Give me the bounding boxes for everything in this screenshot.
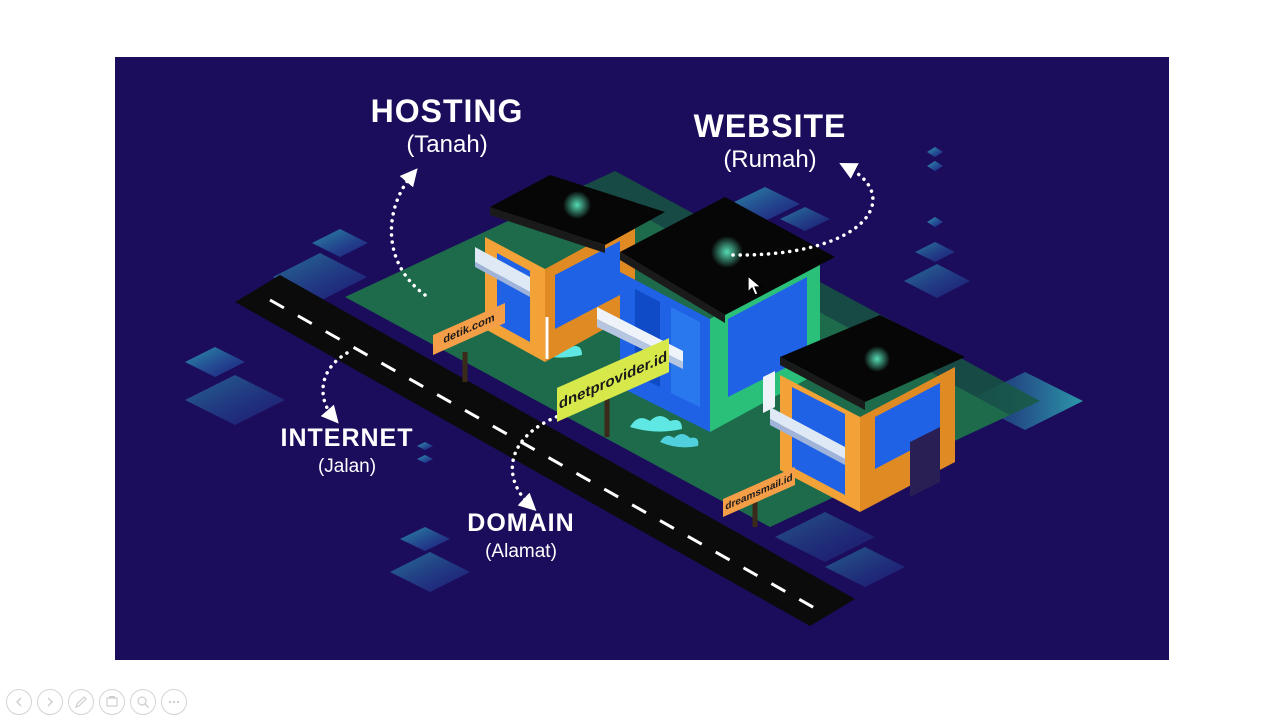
prev-arrow-icon [15, 697, 22, 707]
house-right [770, 315, 965, 512]
pen-icon [75, 696, 87, 708]
website-arrow [731, 162, 875, 257]
internet-subtitle: (Jalan) [317, 456, 377, 477]
internet-title: INTERNET [280, 424, 414, 452]
internet-arrow [320, 351, 349, 424]
presentation-slide: detik.com dnetprovider.id dreamsmail.id … [115, 57, 1169, 660]
prev-slide-button[interactable] [6, 689, 32, 715]
isometric-illustration [185, 147, 1083, 626]
domain-caption: DOMAIN (Alamat) [467, 509, 575, 562]
more-icon [168, 700, 180, 704]
next-slide-button[interactable] [37, 689, 63, 715]
internet-road [235, 275, 855, 626]
hosting-caption: HOSTING (Tanah) [371, 95, 524, 157]
domain-arrow [510, 410, 572, 511]
more-options-button[interactable] [161, 689, 187, 715]
hosting-subtitle: (Tanah) [406, 131, 488, 158]
hosting-arrow [389, 168, 427, 297]
slides-icon [106, 696, 118, 707]
domain-subtitle: (Alamat) [485, 541, 557, 562]
zoom-button[interactable] [130, 689, 156, 715]
website-title: WEBSITE [693, 108, 847, 144]
internet-caption: INTERNET (Jalan) [280, 424, 414, 477]
presentation-toolbar [6, 689, 187, 715]
website-subtitle: (Rumah) [723, 146, 817, 173]
dotted-arrows [320, 162, 875, 511]
zoom-icon [137, 696, 150, 709]
mouse-cursor-icon [747, 275, 763, 296]
hosting-title: HOSTING [370, 93, 524, 129]
house-left [475, 175, 665, 362]
next-arrow-icon [47, 697, 54, 707]
slides-button[interactable] [99, 689, 125, 715]
domain-title: DOMAIN [467, 509, 575, 537]
website-caption: WEBSITE (Rumah) [694, 110, 847, 172]
pen-button[interactable] [68, 689, 94, 715]
